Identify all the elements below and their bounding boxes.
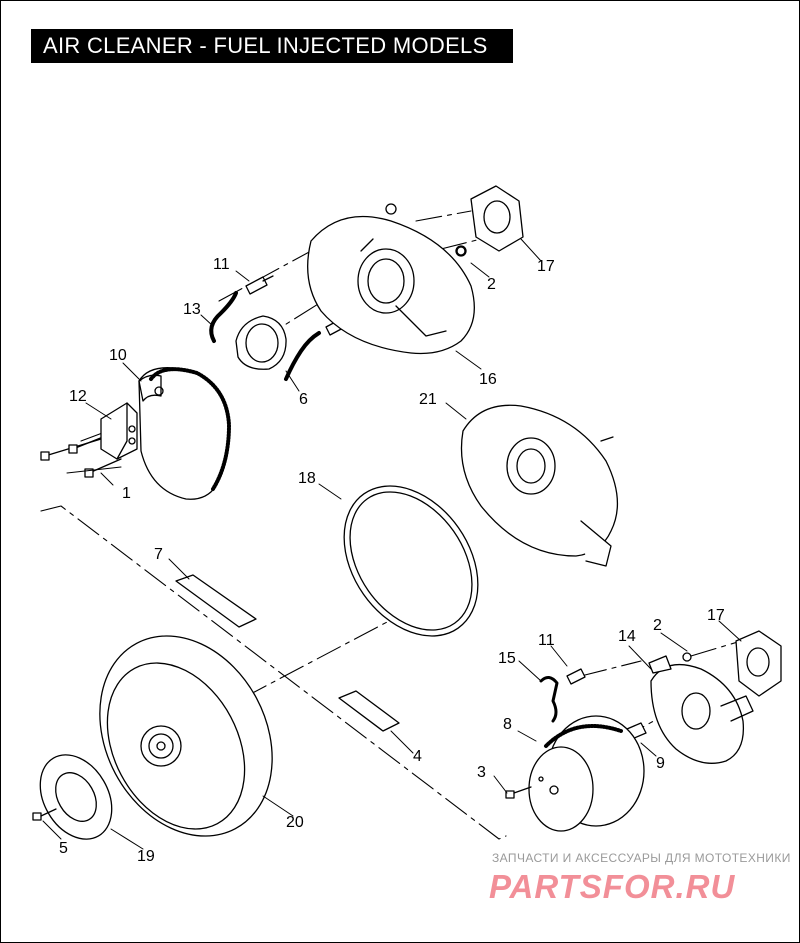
part-17-gasket-lower <box>735 630 782 697</box>
callout-20: 20 <box>286 814 304 831</box>
page-title: AIR CLEANER - FUEL INJECTED MODELS <box>43 33 488 58</box>
callout-11-lower: 11 <box>538 632 555 649</box>
callout-8: 8 <box>503 716 512 733</box>
callout-6: 6 <box>299 391 308 408</box>
callout-21: 21 <box>419 391 437 408</box>
part-8-filter-element <box>528 715 645 832</box>
part-5-screw <box>32 808 57 821</box>
watermark-logo: PARTSFOR.RU <box>489 868 735 905</box>
callout-5: 5 <box>59 840 68 857</box>
callout-2-upper: 2 <box>487 276 496 293</box>
callout-16: 16 <box>479 371 497 388</box>
part-15-breather <box>539 676 559 723</box>
callout-13: 13 <box>183 301 201 318</box>
callout-14: 14 <box>618 628 636 645</box>
part-1-bolts <box>40 432 122 478</box>
part-10-filter-element <box>138 367 231 500</box>
part-2-washer-lower <box>682 652 692 662</box>
part-16-backplate <box>307 203 475 355</box>
callout-17-upper: 17 <box>537 258 555 275</box>
part-21-backplate-assembly <box>460 404 619 567</box>
callout-10: 10 <box>109 347 127 364</box>
callout-11-upper: 11 <box>213 256 230 273</box>
watermark-caption: ЗАПЧАСТИ И АКСЕССУАРЫ ДЛЯ МОТОТЕХНИКИ <box>492 851 791 865</box>
callout-1: 1 <box>122 485 131 502</box>
callout-17-lower: 17 <box>707 607 725 624</box>
callout-19: 19 <box>137 848 155 865</box>
part-13-hose <box>209 291 238 343</box>
part-11-breather-bolt-upper <box>245 275 274 295</box>
callout-leader-lines <box>42 238 742 850</box>
part-18-seal-ring <box>343 485 479 637</box>
part-7-trim-strip <box>175 574 257 628</box>
callout-numbers: 1 2 2 3 4 5 6 7 8 9 10 11 11 12 13 14 15… <box>59 256 725 865</box>
callout-9: 9 <box>656 755 665 772</box>
callout-4: 4 <box>413 748 422 765</box>
callout-15: 15 <box>498 650 516 667</box>
part-12-bracket <box>100 402 138 460</box>
callout-12: 12 <box>69 388 87 405</box>
part-4-trim-strip <box>338 690 400 732</box>
callout-7: 7 <box>154 546 163 563</box>
part-2-washer-upper <box>456 246 466 256</box>
callout-3: 3 <box>477 764 486 781</box>
part-17-gasket-upper <box>470 185 524 252</box>
part-3-screw <box>505 786 532 799</box>
callout-2-lower: 2 <box>653 617 662 634</box>
title-bar: AIR CLEANER - FUEL INJECTED MODELS <box>31 29 513 63</box>
part-6-gasket <box>235 315 287 370</box>
callout-18: 18 <box>298 470 316 487</box>
part-14-backplate <box>648 655 754 764</box>
watermark: ЗАПЧАСТИ И АКСЕССУАРЫ ДЛЯ МОТОТЕХНИКИ PA… <box>489 851 791 905</box>
part-20-cover <box>99 635 273 837</box>
